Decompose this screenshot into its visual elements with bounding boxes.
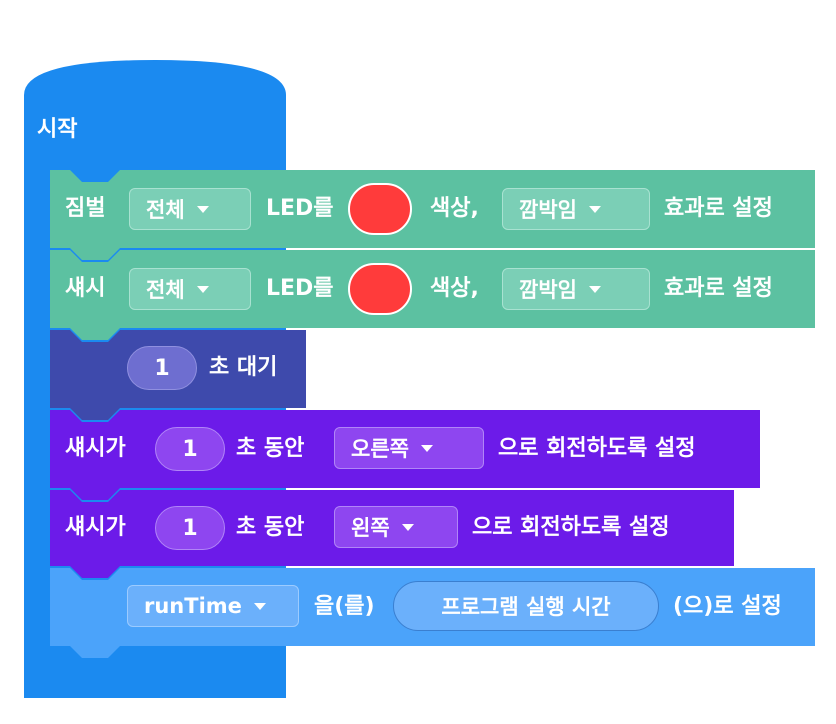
rotate-left-label: 섀시가 <box>65 515 126 540</box>
chassis-target-dropdown[interactable]: 전체 <box>129 268 251 310</box>
gimbal-suffix-text: 효과로 설정 <box>664 196 773 221</box>
chassis-color-text: 색상, <box>430 276 479 301</box>
chevron-down-icon <box>196 205 209 213</box>
variable-dropdown[interactable]: runTime <box>127 585 299 627</box>
rotate-right-seconds-input[interactable]: 1 <box>155 427 225 471</box>
rotate-direction-value-left: 왼쪽 <box>351 516 390 540</box>
program-runtime-reporter[interactable]: 프로그램 실행 시간 <box>393 581 659 631</box>
rotate-right-suffix: 으로 회전하도록 설정 <box>498 436 696 461</box>
set-suffix: (으)로 설정 <box>673 594 782 619</box>
chevron-down-icon <box>253 602 266 610</box>
chevron-down-icon <box>401 523 414 531</box>
chassis-led-text: LED를 <box>266 276 334 301</box>
rotate-left-text: 초 동안 <box>236 515 305 540</box>
rotate-right-label: 섀시가 <box>65 436 126 461</box>
rotate-direction-dropdown-right[interactable]: 오른쪽 <box>334 427 484 469</box>
rotate-direction-dropdown-left[interactable]: 왼쪽 <box>334 506 458 548</box>
chevron-down-icon <box>588 285 601 293</box>
chassis-target-value: 전체 <box>146 278 185 302</box>
wait-seconds-input[interactable]: 1 <box>127 346 197 390</box>
variable-value: runTime <box>144 594 242 618</box>
gimbal-label: 짐벌 <box>65 196 106 221</box>
chassis-effect-value: 깜박임 <box>519 278 577 302</box>
chassis-suffix-text: 효과로 설정 <box>664 276 773 301</box>
chassis-led-color-picker[interactable] <box>348 263 412 315</box>
rotate-left-suffix: 으로 회전하도록 설정 <box>472 515 670 540</box>
gimbal-effect-value: 깜박임 <box>519 198 577 222</box>
chevron-down-icon <box>196 285 209 293</box>
gimbal-led-color-picker[interactable] <box>348 183 412 235</box>
chevron-down-icon <box>420 444 433 452</box>
rotate-direction-value-right: 오른쪽 <box>351 437 409 461</box>
gimbal-led-text: LED를 <box>266 196 334 221</box>
rotate-left-seconds-input[interactable]: 1 <box>155 506 225 550</box>
start-label: 시작 <box>37 117 78 142</box>
chevron-down-icon <box>588 205 601 213</box>
gimbal-effect-dropdown[interactable]: 깜박임 <box>502 188 650 230</box>
set-text: 을(를) <box>314 594 375 619</box>
chassis-label: 섀시 <box>65 276 106 301</box>
wait-text: 초 대기 <box>209 355 278 380</box>
gimbal-color-text: 색상, <box>430 196 479 221</box>
rotate-right-text: 초 동안 <box>236 436 305 461</box>
gimbal-target-dropdown[interactable]: 전체 <box>129 188 251 230</box>
gimbal-target-value: 전체 <box>146 198 185 222</box>
chassis-effect-dropdown[interactable]: 깜박임 <box>502 268 650 310</box>
